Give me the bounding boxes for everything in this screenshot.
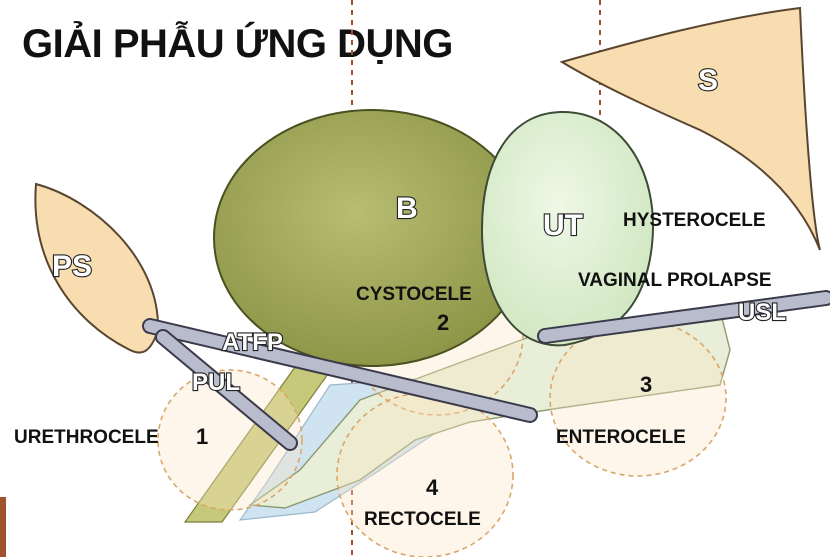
b-label: B — [396, 192, 418, 225]
zone-1-number: 1 — [196, 424, 208, 449]
cystocele-label: CYSTOCELE — [356, 284, 472, 305]
ps-label: PS — [52, 250, 92, 283]
atfp-label: ATFP — [222, 329, 283, 356]
s-label: S — [698, 64, 718, 97]
zone-2-number: 2 — [437, 310, 449, 335]
pul-label: PUL — [192, 369, 240, 396]
rectocele-label: RECTOCELE — [364, 509, 481, 530]
zone-4-rectocele — [337, 393, 513, 557]
zone-4-number: 4 — [426, 475, 439, 500]
slide-edge-marker — [0, 497, 6, 557]
ut-label: UT — [543, 209, 583, 242]
hysterocele-label: HYSTEROCELE — [623, 210, 766, 231]
enterocele-label: ENTEROCELE — [556, 427, 686, 448]
vaginal-prolapse-label: VAGINAL PROLAPSE — [578, 270, 772, 291]
zone-3-number: 3 — [640, 372, 652, 397]
urethrocele-label: URETHROCELE — [14, 427, 159, 448]
usl-label: USL — [738, 299, 786, 326]
